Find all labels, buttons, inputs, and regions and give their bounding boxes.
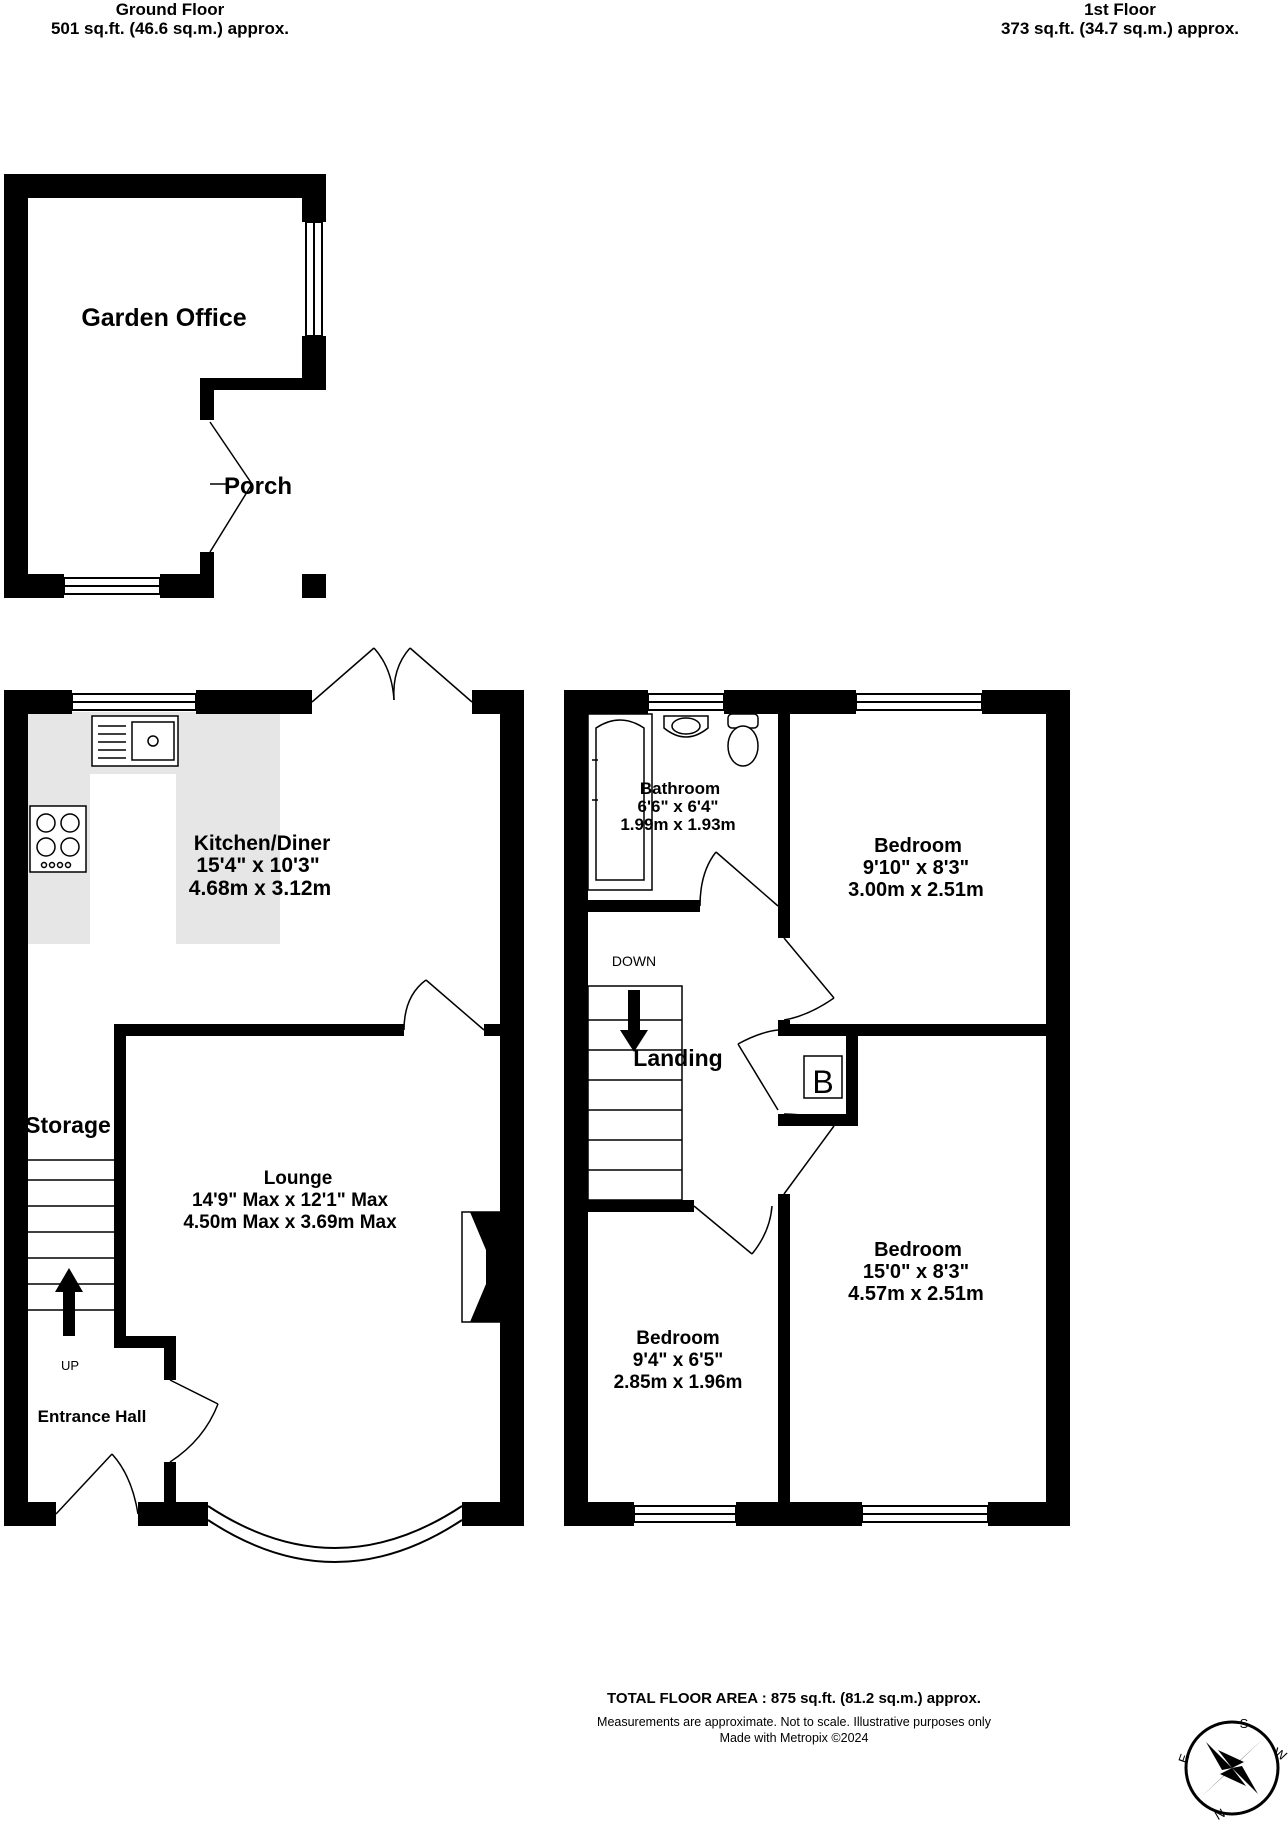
porch-label: Porch bbox=[224, 473, 292, 500]
first-floor-doors bbox=[693, 851, 835, 1255]
porch-door bbox=[209, 421, 253, 553]
boiler-icon bbox=[803, 1055, 843, 1099]
garden-office-walls bbox=[4, 174, 326, 598]
lounge-imperial: 14'9" Max x 12'1" Max bbox=[192, 1190, 388, 1211]
stairs-down bbox=[587, 985, 683, 1201]
first-floor-walls bbox=[564, 690, 1070, 1526]
ground-floor-walls bbox=[4, 690, 524, 1526]
first-floor-windows bbox=[633, 693, 989, 1523]
bedroom1-label: Bedroom bbox=[874, 835, 962, 857]
bedroom1-metric: 3.00m x 2.51m bbox=[848, 879, 984, 901]
bath-icon bbox=[587, 713, 653, 891]
bathroom-label: Bathroom bbox=[640, 779, 720, 798]
compass-icon bbox=[1184, 1720, 1280, 1816]
basin-icon bbox=[663, 715, 709, 738]
bedroom3-metric: 2.85m x 1.96m bbox=[614, 1372, 743, 1393]
ground-floor-doors bbox=[55, 647, 485, 1515]
credit: Made with Metropix ©2024 bbox=[719, 1731, 869, 1745]
boiler-label: B bbox=[812, 1064, 833, 1100]
stairs-down-label: DOWN bbox=[612, 953, 656, 969]
bedroom2-imperial: 15'0" x 8'3" bbox=[863, 1261, 969, 1283]
kitchen-imperial: 15'4" x 10'3" bbox=[196, 854, 319, 877]
bedroom2-metric: 4.57m x 2.51m bbox=[848, 1283, 984, 1305]
first-floor-area: 373 sq.ft. (34.7 sq.m.) approx. bbox=[1000, 19, 1240, 38]
ground-floor-title: Ground Floor bbox=[115, 0, 225, 19]
garden-office-label: Garden Office bbox=[81, 304, 246, 332]
compass-w: W bbox=[1271, 1745, 1288, 1764]
kitchen-label: Kitchen/Diner bbox=[194, 832, 331, 855]
bedroom3-label: Bedroom bbox=[636, 1328, 719, 1349]
kitchen-metric: 4.68m x 3.12m bbox=[189, 877, 331, 900]
ground-floor-header: Ground Floor 501 sq.ft. (46.6 sq.m.) app… bbox=[40, 0, 300, 38]
landing-label: Landing bbox=[633, 1045, 722, 1071]
lounge-metric: 4.50m Max x 3.69m Max bbox=[183, 1212, 397, 1233]
stairs-up-arrow-icon bbox=[55, 1268, 83, 1336]
storage-label: Storage bbox=[25, 1112, 111, 1138]
bedroom2-label: Bedroom bbox=[874, 1239, 962, 1261]
footer: TOTAL FLOOR AREA : 875 sq.ft. (81.2 sq.m… bbox=[494, 1688, 1094, 1746]
disclaimer: Measurements are approximate. Not to sca… bbox=[597, 1715, 991, 1729]
ground-floor-area: 501 sq.ft. (46.6 sq.m.) approx. bbox=[50, 19, 290, 38]
bedroom1-imperial: 9'10" x 8'3" bbox=[863, 857, 969, 879]
bedroom3-imperial: 9'4" x 6'5" bbox=[633, 1350, 723, 1371]
garden-office-windows bbox=[63, 221, 323, 595]
lounge-label: Lounge bbox=[264, 1168, 333, 1189]
sink-icon bbox=[91, 715, 179, 767]
compass-s: S bbox=[1240, 1716, 1249, 1731]
toilet-icon bbox=[727, 713, 759, 767]
total-floor-area: TOTAL FLOOR AREA : 875 sq.ft. (81.2 sq.m… bbox=[607, 1690, 981, 1707]
stairs-up-label: UP bbox=[61, 1358, 79, 1373]
bathroom-imperial: 6'6" x 6'4" bbox=[638, 797, 719, 816]
first-floor-title: 1st Floor bbox=[1084, 0, 1156, 19]
entrance-hall-label: Entrance Hall bbox=[38, 1407, 147, 1426]
stairs-down-arrow-icon bbox=[620, 990, 648, 1052]
chimney-breast bbox=[461, 1211, 501, 1323]
ground-floor-windows bbox=[71, 693, 463, 1563]
hob-icon bbox=[29, 805, 87, 873]
bathroom-metric: 1.99m x 1.93m bbox=[620, 815, 735, 834]
first-floor-header: 1st Floor 373 sq.ft. (34.7 sq.m.) approx… bbox=[980, 0, 1260, 38]
